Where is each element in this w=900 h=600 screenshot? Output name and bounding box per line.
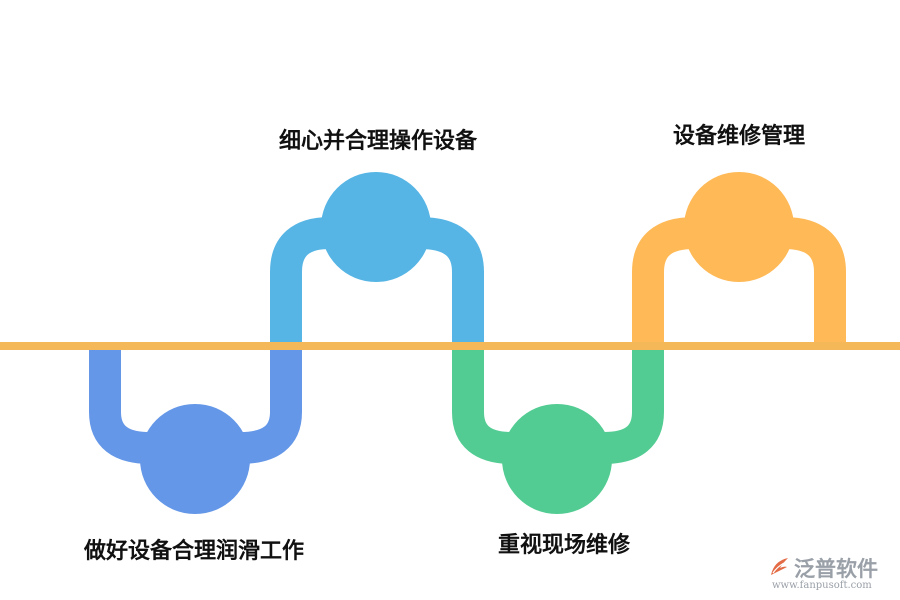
step-3-node: [502, 404, 612, 514]
step-2-node: [321, 172, 431, 282]
watermark-url: www.fanpusoft.com: [772, 580, 872, 591]
fanpu-logo-icon: [771, 558, 788, 575]
step-1-label: 做好设备合理润滑工作: [84, 539, 305, 564]
watermark-name: 泛普软件: [794, 557, 878, 581]
baseline: [0, 342, 900, 350]
step-3-label: 重视现场维修: [498, 533, 631, 558]
step-4-node: [684, 172, 794, 282]
step-4-label: 设备维修管理: [673, 124, 806, 149]
watermark-logo: 泛普软件 www.fanpusoft.com: [768, 553, 898, 599]
step-1-node: [140, 404, 250, 514]
step-2-label: 细心并合理操作设备: [279, 129, 478, 154]
